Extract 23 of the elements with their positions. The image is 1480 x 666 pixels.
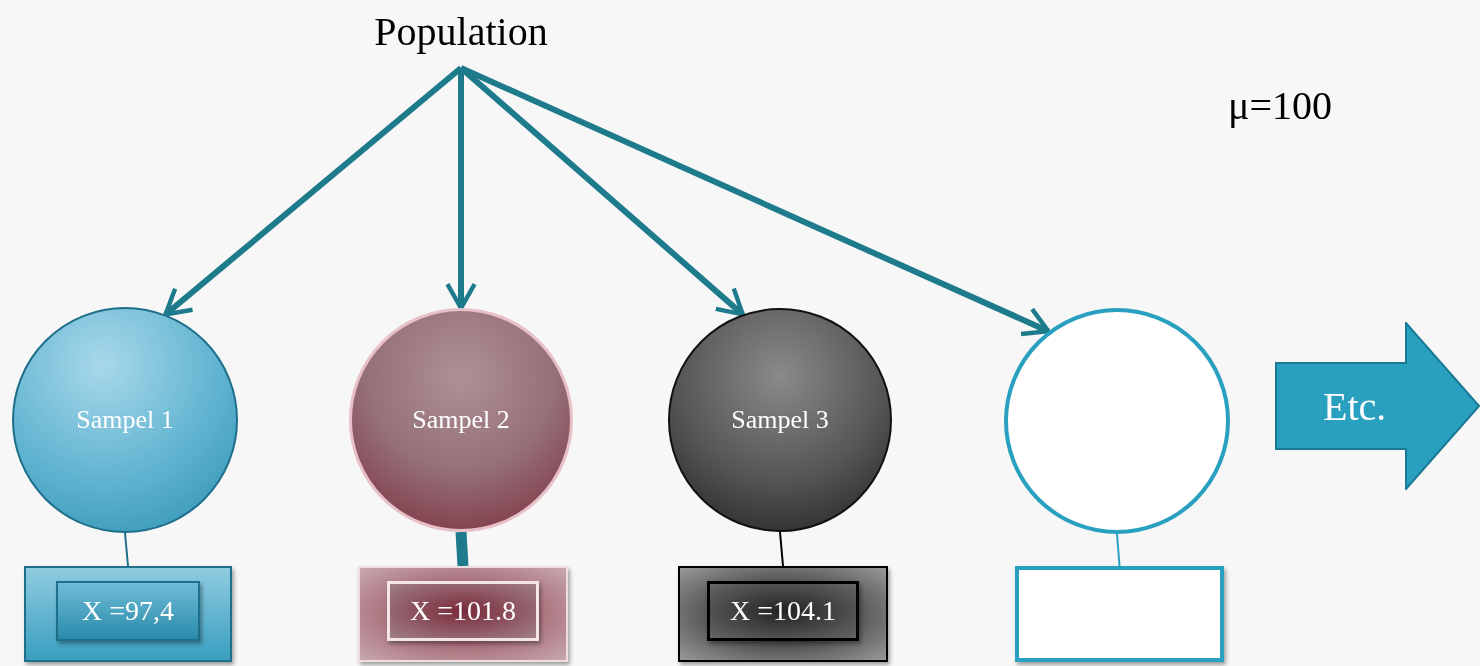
sample-box xyxy=(24,566,232,662)
sample-label: Sampel 2 xyxy=(412,405,510,435)
sample-mean-text: X =97,4 xyxy=(82,595,174,627)
sample-box xyxy=(358,566,568,662)
sample-box xyxy=(1015,566,1224,662)
sample-label: Sampel 1 xyxy=(76,405,174,435)
sample-box xyxy=(678,566,888,662)
arrow xyxy=(163,65,463,317)
arrow xyxy=(459,65,1051,337)
connector-line xyxy=(455,531,469,567)
sample-label: Sampel 3 xyxy=(731,405,829,435)
block-arrow xyxy=(1275,322,1480,490)
connector-line xyxy=(124,532,129,567)
title-text: Population xyxy=(374,7,548,55)
connector-line xyxy=(1116,533,1121,567)
arrow-label: Etc. xyxy=(1323,382,1387,430)
mean-label: μ=100 xyxy=(1228,82,1332,129)
connector-line xyxy=(779,531,784,567)
sample-mean-text: X =101.8 xyxy=(410,595,516,627)
value-box xyxy=(387,581,539,641)
value-box xyxy=(707,581,859,641)
value-box xyxy=(56,581,200,641)
sample-mean-text: X =104.1 xyxy=(730,595,836,627)
